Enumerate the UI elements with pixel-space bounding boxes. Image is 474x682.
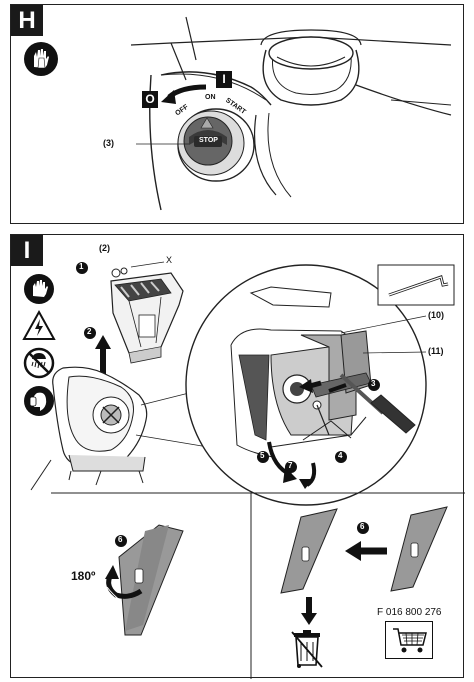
shopping-cart-icon [385, 621, 433, 659]
label-on: ON [205, 94, 216, 101]
switch-on-symbol: I [222, 72, 226, 86]
ref-label-3: (3) [103, 138, 114, 148]
step-6-left: 6 [118, 535, 123, 544]
ref-label-x: X [166, 255, 173, 265]
switch-off-symbol: O [145, 92, 155, 106]
step-7: 7 [288, 461, 293, 470]
ref-label-10: (10) [428, 310, 445, 320]
blade-replacement-drawing [30, 261, 465, 679]
ref-label-11: (11) [428, 346, 444, 356]
panel-h: H [10, 4, 464, 224]
step-1: 1 [79, 262, 84, 271]
no-rain-icon [23, 347, 55, 379]
ref-label-2: (2) [99, 243, 110, 253]
gloves-icon [23, 41, 59, 77]
panel-letter-i: I [11, 235, 43, 266]
gloves-icon [23, 273, 55, 305]
machine-housing-drawing [130, 16, 452, 211]
rotate-180-label: 180º [71, 569, 96, 583]
panel-i: I [10, 234, 465, 679]
hearing-protection-icon [23, 385, 55, 417]
step-2: 2 [87, 327, 92, 336]
step-4: 4 [338, 451, 343, 460]
knob-stop-text: STOP [199, 137, 218, 144]
step-5: 5 [260, 451, 265, 460]
part-number: F 016 800 276 [377, 607, 442, 618]
step-3: 3 [371, 379, 376, 388]
trash-bin-icon [289, 629, 325, 669]
panel-letter-h: H [11, 5, 43, 36]
electric-hazard-icon [22, 309, 56, 341]
step-6-right: 6 [360, 522, 365, 531]
